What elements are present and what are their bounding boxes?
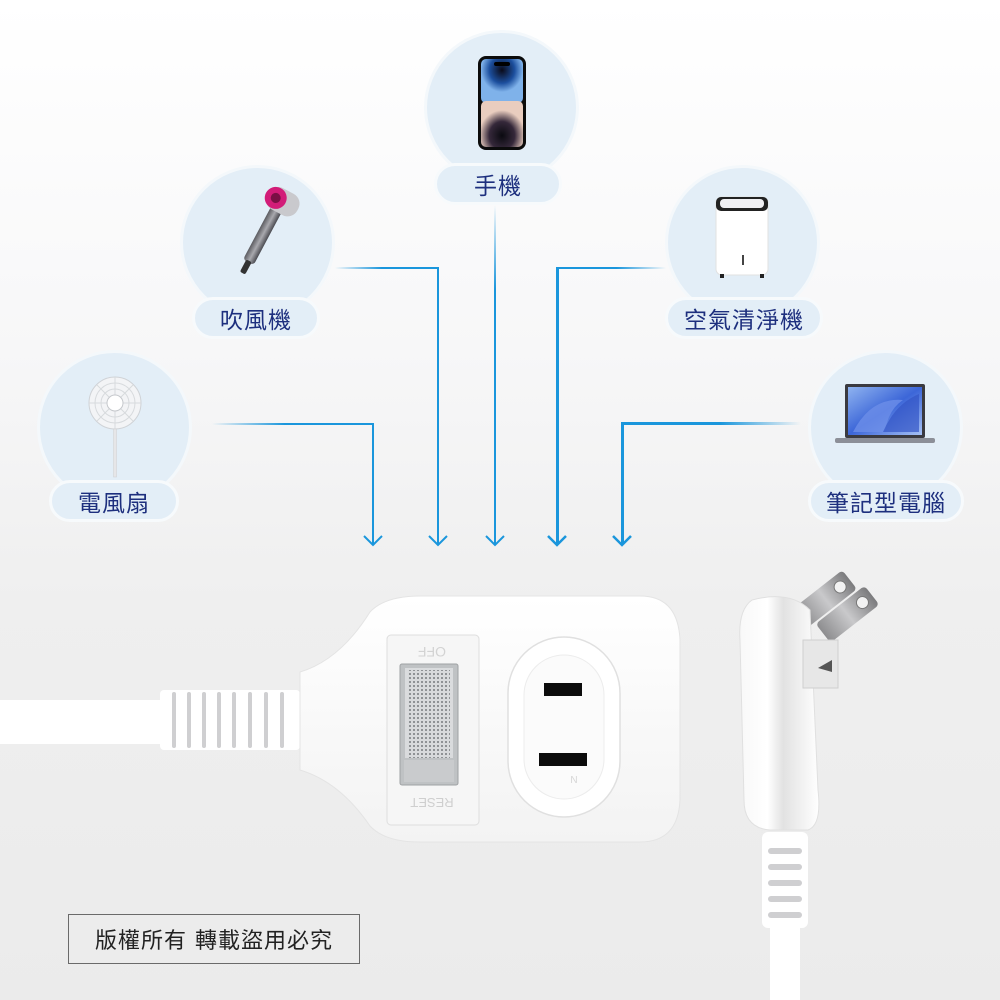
power-plug bbox=[739, 571, 878, 1000]
power-switch[interactable]: OFF RESET bbox=[386, 634, 480, 826]
hair-dryer-icon bbox=[240, 186, 300, 274]
copyright-notice: 版權所有 轉載盜用必究 bbox=[68, 914, 360, 964]
arrow-hair-dryer bbox=[335, 267, 448, 547]
arrow-phone bbox=[485, 205, 505, 547]
switch-top-label: OFF bbox=[418, 644, 446, 660]
device-label-phone: 手機 bbox=[434, 163, 562, 205]
device-label-hair-dryer: 吹風機 bbox=[192, 297, 320, 339]
device-label-electric-fan: 電風扇 bbox=[49, 480, 179, 522]
electric-fan-icon bbox=[88, 376, 142, 478]
power-outlet[interactable]: N bbox=[507, 636, 621, 818]
smartphone-icon bbox=[478, 56, 526, 150]
switch-bottom-label: RESET bbox=[410, 795, 453, 810]
arrow-laptop bbox=[612, 422, 801, 547]
outlet-slot-top bbox=[544, 683, 582, 696]
power-strip-illustration: OFF RESET N bbox=[0, 571, 878, 1000]
arrow-fan bbox=[212, 423, 383, 547]
device-label-laptop: 筆記型電腦 bbox=[808, 480, 964, 522]
arrow-air-purifier bbox=[547, 267, 666, 547]
laptop-icon bbox=[835, 384, 935, 443]
air-purifier-icon bbox=[715, 196, 769, 278]
outlet-slot-bottom bbox=[539, 753, 587, 766]
device-label-air-purifier: 空氣清淨機 bbox=[665, 297, 823, 339]
power-strip-body bbox=[299, 595, 681, 843]
power-cord-left bbox=[0, 690, 300, 750]
outlet-marking: N bbox=[570, 775, 577, 786]
